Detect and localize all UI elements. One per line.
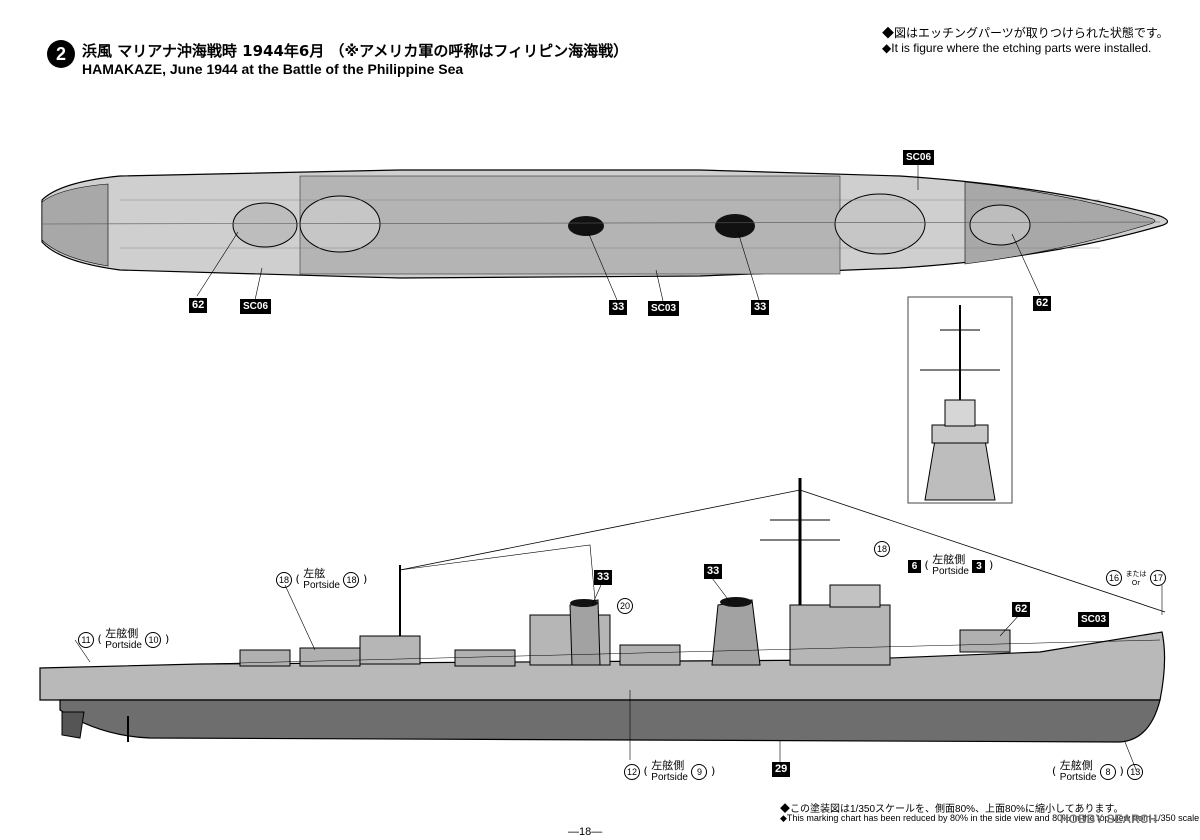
callout-18-right: 18	[874, 541, 890, 557]
part-62-side: 62	[1012, 602, 1031, 617]
part-num-13: 13	[1127, 763, 1144, 780]
callout-label-jp: 左舷側	[105, 627, 139, 640]
part-num-3: 3	[972, 559, 986, 573]
part-62-right: 62	[1033, 296, 1052, 311]
part-num-16: 16	[1106, 570, 1122, 586]
or-jp: または	[1125, 570, 1147, 578]
callout-label-en: Portside	[303, 580, 340, 591]
page-title-en: HAMAKAZE, June 1944 at the Battle of the…	[82, 61, 464, 77]
callout-8-13: ( 左舷側 Portside 8 ) 13	[1052, 759, 1144, 783]
watermark-logo: HOBBY SEARCH	[1060, 812, 1158, 826]
step-number-badge: 2	[47, 40, 75, 68]
callout-label-en: Portside	[932, 566, 969, 577]
side-view-ship	[39, 478, 1166, 773]
footer-note-en: ◆This marking chart has been reduced by …	[780, 813, 1200, 823]
label-sc06-bottom: SC06	[240, 299, 272, 314]
page-number: ―18―	[568, 826, 603, 838]
callout-12: 12 ( 左舷側 Portside 9 )	[624, 760, 715, 783]
callout-label-en: Portside	[1059, 772, 1097, 783]
callout-label-jp: 左舷	[303, 567, 326, 580]
part-num-6: 6	[908, 559, 921, 573]
top-view-ship	[41, 164, 1169, 302]
or-en: Or	[1131, 579, 1141, 587]
part-num-20: 20	[617, 598, 633, 614]
label-sc03-top: SC03	[648, 301, 680, 316]
part-num-10: 10	[145, 631, 162, 648]
part-num-12: 12	[624, 763, 640, 780]
part-num-17: 17	[1150, 570, 1166, 586]
note-jp: ◆図はエッチングパーツが取りつけられた状態です。	[882, 26, 1169, 40]
mast-inset	[907, 296, 1013, 504]
part-num-18b: 18	[343, 571, 360, 588]
callout-18-left: 18 ( 左舷 Portside 18 )	[276, 568, 367, 591]
note-en: ◆It is figure where the etching parts we…	[882, 41, 1152, 55]
part-num-18-right: 18	[874, 541, 890, 557]
part-num-9: 9	[691, 763, 708, 780]
part-33-side-a: 33	[594, 570, 613, 585]
callout-20: 20	[617, 598, 633, 614]
callout-label-en: Portside	[105, 640, 142, 651]
part-62-left: 62	[189, 298, 208, 313]
part-33-right: 33	[751, 300, 770, 315]
part-num-11: 11	[78, 631, 94, 648]
callout-label-jp: 左舷側	[651, 759, 685, 772]
callout-6: 6 ( 左舷側 Portside 3 )	[908, 554, 993, 577]
callout-label-jp: 左舷側	[1059, 759, 1093, 772]
footer-note-jp: ◆この塗装図は1/350スケールを、側面80%、上面80%に縮小してあります。	[780, 804, 1124, 815]
page-title-jp: 浜風 マリアナ沖海戦時 1944年6月 （※アメリカ軍の呼称はフィリピン海海戦）	[82, 42, 629, 60]
callout-label-jp: 左舷側	[932, 553, 966, 566]
part-num-18: 18	[276, 571, 292, 588]
part-num-8: 8	[1099, 763, 1116, 780]
callout-16-or-17: 16 または Or 17	[1106, 569, 1166, 587]
callout-label-en: Portside	[651, 772, 688, 783]
part-33-side-b: 33	[704, 564, 723, 579]
label-sc06-top: SC06	[903, 150, 935, 165]
part-33-left: 33	[609, 300, 628, 315]
label-sc03-side: SC03	[1078, 612, 1110, 627]
callout-11: 11 ( 左舷側 Portside 10 )	[78, 628, 169, 651]
part-29-side: 29	[772, 762, 791, 777]
